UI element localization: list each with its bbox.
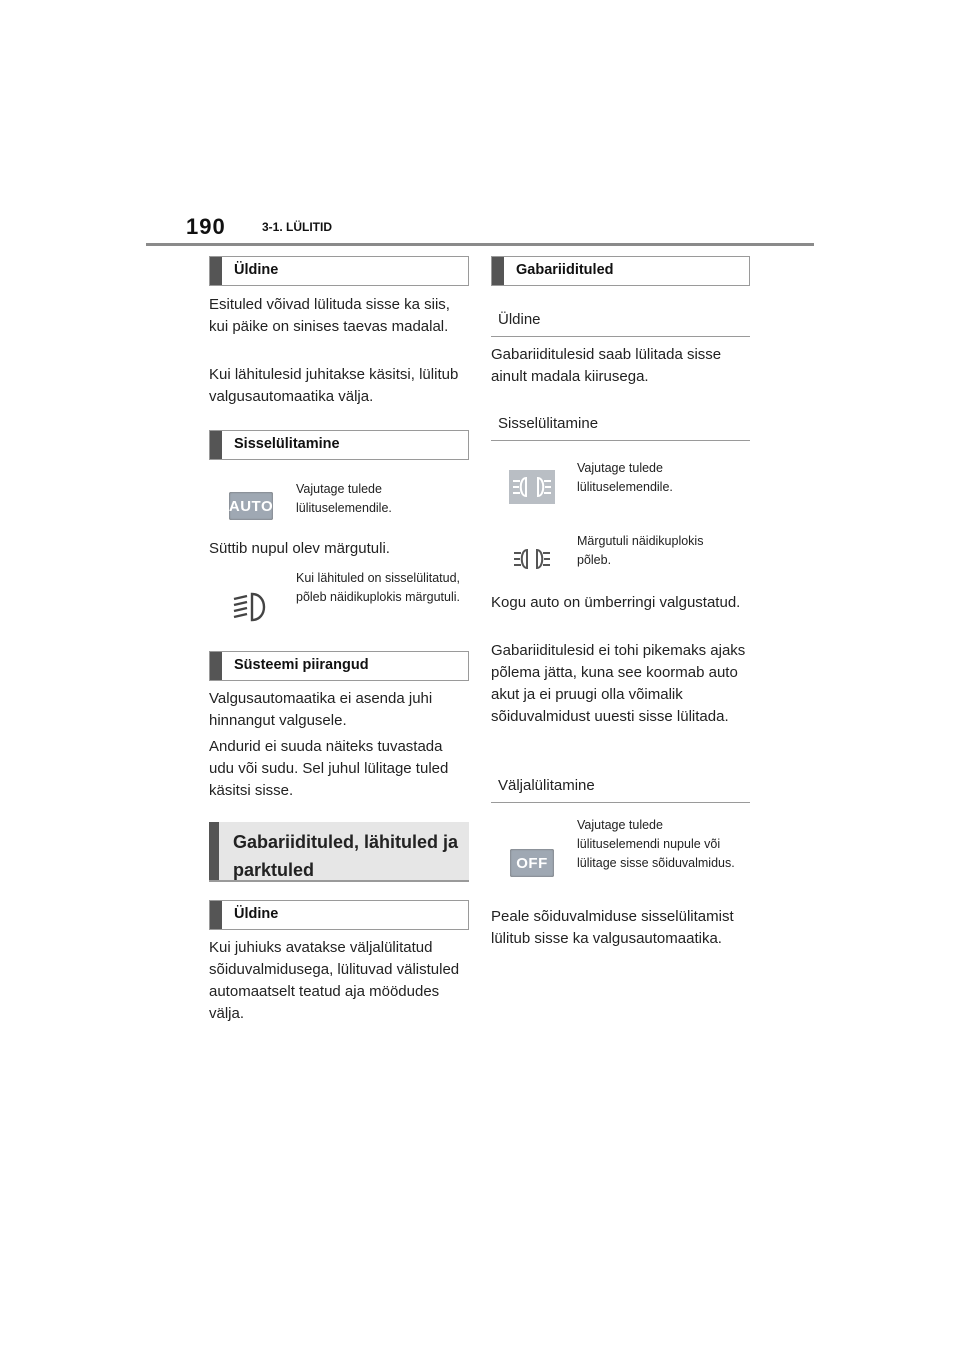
heading-marker [210, 257, 222, 285]
subheading-rule [491, 336, 750, 337]
paragraph: Gabariiditulesid ei tohi pikemaks ajaks … [491, 642, 746, 725]
page-number: 190 [186, 214, 226, 239]
off-button-icon: OFF [510, 849, 554, 877]
paragraph: Süttib nupul olev märgutuli. [209, 540, 390, 557]
paragraph: Gabariiditulesid saab lülitada sisse ain… [491, 346, 722, 385]
paragraph: Andurid ei suuda näiteks tuvastada udu v… [209, 738, 449, 799]
heading-marker [209, 822, 219, 880]
subheading-rule [491, 440, 750, 441]
off-description: Vajutage tulede lülituselemendi nupule v… [577, 818, 735, 870]
paragraph: Kui juhiuks avatakse väljalülitatud sõid… [209, 939, 460, 1022]
heading-uldine-2: Üldine [209, 900, 469, 930]
heading-gabariidituled: Gabariidituled [491, 256, 750, 286]
auto-button-icon: AUTO [229, 492, 273, 520]
paragraph: Peale sõiduvalmiduse sisselülitamist lül… [491, 908, 734, 947]
auto-icon-text: AUTO [228, 497, 274, 515]
paragraph: Kui lähitulesid juhitakse käsitsi, lülit… [209, 366, 459, 405]
parking-light-switch-icon [509, 470, 555, 504]
section-heading-label: Gabariidituled, lähituled ja parktuled [233, 832, 459, 880]
subheading-uldine: Üldine [498, 311, 541, 328]
chapter-title: 3-1. LÜLITID [262, 220, 333, 234]
heading-marker [210, 652, 222, 680]
low-beam-icon [230, 590, 272, 624]
heading-sisselulitamine: Sisselülitamine [209, 430, 469, 460]
subheading-rule [491, 802, 750, 803]
header-rule [146, 243, 814, 246]
auto-description: Vajutage tulede lülituselemendile. [296, 482, 392, 515]
low-beam-description: Kui lähituled on sisselülitatud, põleb n… [296, 571, 460, 604]
heading-label: Üldine [234, 906, 279, 922]
paragraph: Esituled võivad lülituda sisse ka siis, … [209, 296, 450, 335]
heading-label: Süsteemi piirangud [234, 657, 369, 673]
subheading-sisselulitamine: Sisselülitamine [498, 415, 599, 432]
indicator-description: Märgutuli näidikuplokis põleb. [577, 534, 704, 567]
parking-light-indicator-icon [511, 543, 553, 577]
parking-switch-description: Vajutage tulede lülituselemendile. [577, 461, 673, 494]
heading-uldine-1: Üldine [209, 256, 469, 286]
heading-marker [210, 431, 222, 459]
heading-susteemi-piirangud: Süsteemi piirangud [209, 651, 469, 681]
section-heading-gabariidituled-lahituled-parktuled: Gabariidituled, lähituled ja parktuled [209, 822, 469, 882]
subheading-valjalulitamine: Väljalülitamine [498, 777, 595, 794]
heading-label: Üldine [234, 262, 279, 278]
heading-label: Gabariidituled [516, 262, 614, 278]
heading-marker [210, 901, 222, 929]
heading-label: Sisselülitamine [234, 436, 340, 452]
paragraph: Kogu auto on ümberringi valgustatud. [491, 594, 741, 611]
heading-marker [492, 257, 504, 285]
off-icon-text: OFF [516, 854, 548, 872]
paragraph: Valgusautomaatika ei asenda juhi hinnang… [209, 690, 433, 729]
